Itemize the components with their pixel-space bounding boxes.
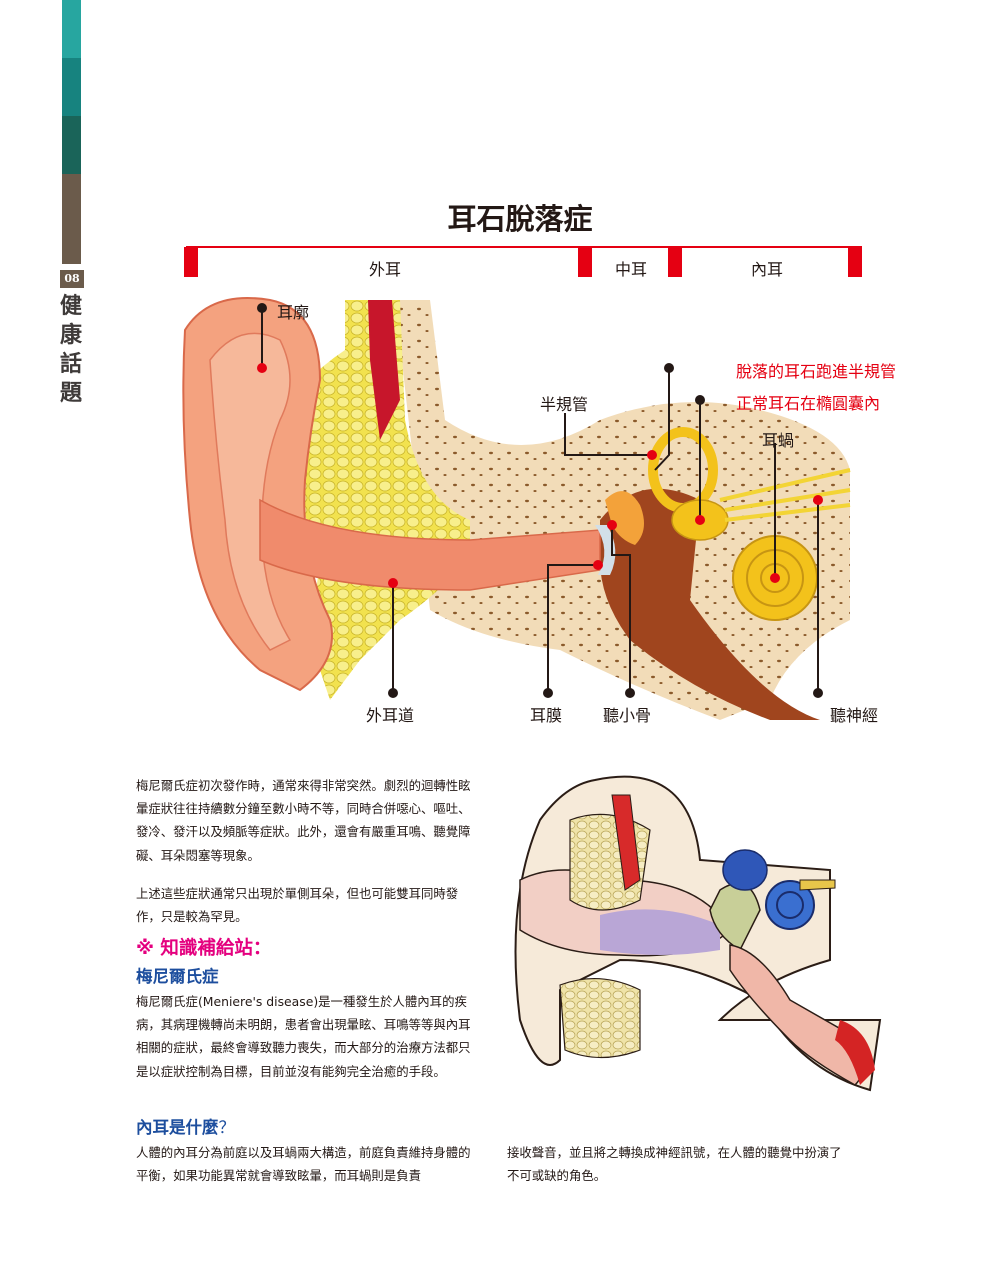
- label-ear-canal: 外耳道: [366, 706, 415, 725]
- leader-lines: [261, 308, 819, 693]
- inner-ear-heading: 內耳是什麼？: [136, 1114, 235, 1138]
- inner-ear-heading-text: 內耳是什麼: [136, 1118, 219, 1137]
- label-ossicles: 聽小骨: [603, 706, 652, 725]
- column-title-char: 康: [59, 322, 82, 348]
- page-number: 08: [60, 270, 84, 288]
- section-label-inner-ear: 內耳: [750, 260, 783, 279]
- label-dislodged-otolith: 脫落的耳石跑進半規管: [736, 362, 897, 381]
- label-cochlea: 耳蝸: [762, 431, 795, 450]
- paragraph-unilateral: 上述這些症狀通常只出現於單側耳朵，但也可能雙耳同時發作，只是較為罕見。: [136, 886, 459, 925]
- label-auditory-nerve: 聽神經: [830, 706, 879, 725]
- section-bracket: [184, 246, 862, 277]
- section-label-middle-ear: 中耳: [614, 260, 647, 279]
- diagram-title: 耳石脫落症: [447, 202, 593, 236]
- sidebar-color-block-3: [62, 116, 81, 174]
- label-semicircular-canal: 半規管: [540, 395, 589, 414]
- inner-ear-heading-mark: ？: [218, 1118, 236, 1137]
- section-label-outer-ear: 外耳: [368, 260, 401, 279]
- sidebar-color-block-1: [62, 0, 81, 58]
- label-auricle: 耳廓: [277, 303, 310, 322]
- sidebar-color-block-4: [62, 174, 81, 264]
- label-eardrum: 耳膜: [530, 706, 563, 725]
- paragraph-meniere-definition: 梅尼爾氏症(Meniere's disease)是一種發生於人體內耳的疾病，其病…: [136, 994, 471, 1079]
- column-title: 健 康 話 題: [58, 292, 84, 408]
- column-title-char: 健: [59, 293, 82, 319]
- meniere-heading: 梅尼爾氏症: [136, 967, 219, 986]
- column-title-char: 話: [59, 351, 82, 377]
- sidebar-color-block-2: [62, 58, 81, 116]
- column-title-char: 題: [59, 380, 82, 406]
- label-normal-otolith: 正常耳石在橢圓囊內: [736, 394, 881, 413]
- paragraph-symptoms: 梅尼爾氏症初次發作時，通常來得非常突然。劇烈的迴轉性眩暈症狀往往持續數分鐘至數小…: [136, 778, 471, 863]
- knowledge-heading: ※ 知識補給站：: [136, 938, 272, 959]
- paragraph-inner-ear-right: 接收聲音，並且將之轉換成神經訊號，在人體的聽覺中扮演了不可或缺的角色。: [507, 1145, 842, 1184]
- paragraph-inner-ear-left: 人體的內耳分為前庭以及耳蝸兩大構造，前庭負責維持身體的平衡，如果功能異常就會導致…: [136, 1145, 471, 1184]
- ear-cross-section-illustration: [514, 775, 882, 1092]
